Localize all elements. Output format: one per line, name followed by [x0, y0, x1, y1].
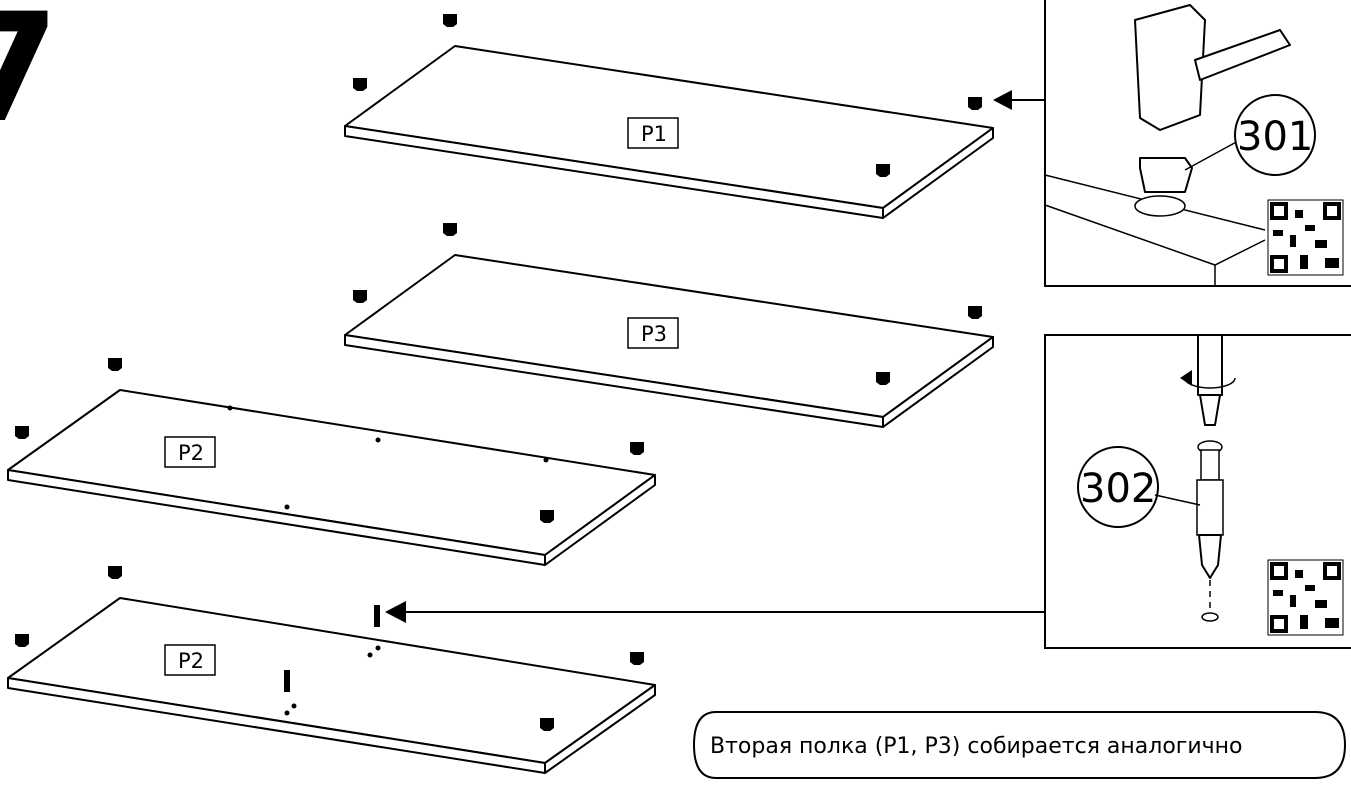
panel-p3: P3: [344, 254, 994, 428]
screwdriver-icon: [1180, 334, 1236, 426]
panel-label: P2: [178, 649, 204, 673]
panel-label: P1: [641, 122, 667, 146]
panel-p2-lower: P2: [7, 597, 656, 774]
arrow-to-cam-detail: [993, 90, 1045, 110]
detail-cam-bolt: 302: [1044, 334, 1351, 649]
panel-label: P3: [641, 322, 667, 346]
hammer-icon: [1134, 4, 1291, 131]
part-number-302: 302: [1080, 466, 1156, 512]
part-number-301: 301: [1237, 114, 1313, 160]
panel-p2-upper: P2: [7, 389, 656, 566]
step-number: 7: [0, 0, 59, 156]
qr-code: [1267, 559, 1344, 636]
cam-lock-fittings: [15, 14, 982, 731]
panel-label: P2: [178, 441, 204, 465]
note-text: Вторая полка (P1, P3) собирается аналоги…: [710, 734, 1243, 759]
assembly-note: Вторая полка (P1, P3) собирается аналоги…: [692, 711, 1347, 779]
qr-code: [1267, 199, 1344, 276]
cam-bolt: [1196, 440, 1224, 622]
arrow-to-bolt-detail: [385, 601, 1045, 623]
panel-p1: P1: [344, 45, 994, 219]
detail-cam-lock: 301: [1044, 0, 1351, 287]
